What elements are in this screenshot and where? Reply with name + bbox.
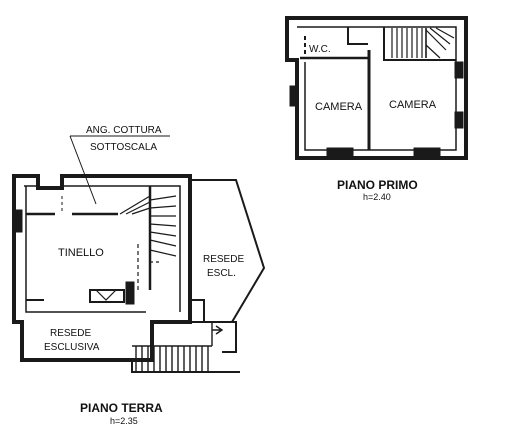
label-leader-line	[69, 135, 97, 205]
hearth-mark	[95, 289, 117, 301]
ground-stair-treads	[119, 195, 177, 257]
room-label-tinello: TINELLO	[58, 247, 104, 259]
upper-window-right	[413, 147, 441, 157]
room-label-camera-left: CAMERA	[315, 101, 363, 113]
ground-window-bottom	[125, 281, 135, 305]
ground-floor-height: h=2.35	[110, 416, 138, 426]
resede-esclusiva-outline	[21, 322, 240, 373]
label-resede-esclusiva-1: RESEDE	[50, 328, 91, 339]
upper-floor-plan	[285, 16, 468, 160]
upper-window-side-1	[454, 61, 464, 79]
label-under-stairs: SOTTOSCALA	[90, 142, 157, 153]
resede-lower-wall	[152, 321, 237, 353]
upper-floor-inner-wall	[297, 26, 457, 151]
ground-main-inner-wall	[24, 185, 181, 313]
label-resede-escl-2: ESCL.	[207, 268, 236, 279]
wc-side-wall	[347, 27, 368, 45]
upper-window-side-2	[454, 111, 464, 129]
outer-stair-treads	[132, 345, 212, 372]
upper-floor-height: h=2.40	[363, 192, 391, 202]
hearth	[89, 289, 125, 303]
entrance-arrow	[211, 322, 224, 346]
label-resede-esclusiva-2: ESCLUSIVA	[44, 342, 100, 353]
label-kitchen-corner: ANG. COTTURA	[86, 125, 162, 136]
upper-stair-treads	[391, 27, 455, 59]
room-label-wc: W.C.	[309, 44, 331, 55]
upper-window-left	[326, 147, 354, 157]
upper-floor-outer-wall	[285, 16, 468, 160]
ground-floor-plan	[12, 174, 266, 373]
upper-window-side-3	[289, 85, 299, 107]
stair-wall	[383, 27, 456, 61]
upper-floor-title: PIANO PRIMO	[337, 178, 418, 192]
ground-window-left	[13, 209, 23, 233]
room-label-camera-right: CAMERA	[389, 99, 437, 111]
label-resede-escl-1: RESEDE	[203, 254, 244, 265]
ground-floor-title: PIANO TERRA	[80, 401, 163, 415]
